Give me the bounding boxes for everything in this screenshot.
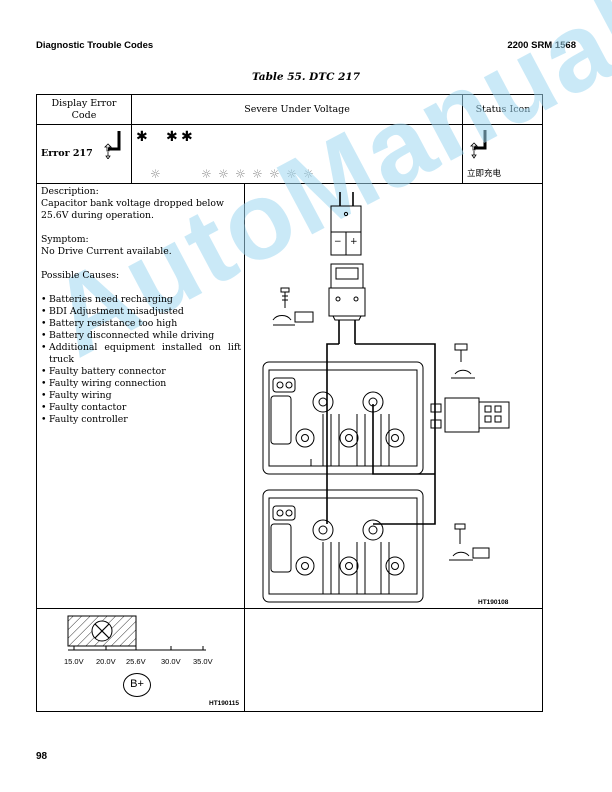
divider bbox=[244, 183, 245, 712]
gauge-tick-label: 35.0V bbox=[193, 657, 213, 666]
symptom-text: No Drive Current available. bbox=[41, 246, 172, 257]
wiring-diagram bbox=[262, 192, 510, 603]
svg-text:✱: ✱ bbox=[166, 129, 178, 145]
display-segments: ✱ ✱ ✱ ☼ ☼ ☼ ☼ ☼ ☼ ☼ ☼ bbox=[136, 129, 314, 181]
svg-text:☼: ☼ bbox=[235, 167, 246, 181]
voltage-gauge bbox=[67, 615, 206, 651]
description-block: Description: Capacitor bank voltage drop… bbox=[41, 186, 241, 426]
causes-heading: Possible Causes: bbox=[41, 270, 120, 281]
causes-list: Batteries need recharging BDI Adjustment… bbox=[41, 294, 241, 426]
battery-plus-label: B+ bbox=[130, 678, 144, 690]
svg-text:✱: ✱ bbox=[181, 129, 193, 145]
gauge-figure-code: HT190115 bbox=[209, 700, 239, 707]
connector-plus-label: + bbox=[350, 237, 358, 247]
svg-text:☼: ☼ bbox=[286, 167, 297, 181]
wiring-figure-code: HT190108 bbox=[478, 599, 509, 606]
list-item: Faulty battery connector bbox=[41, 366, 241, 378]
svg-text:☼: ☼ bbox=[201, 167, 212, 181]
description-heading: Description: bbox=[41, 186, 99, 197]
page-number: 98 bbox=[36, 751, 48, 762]
charge-arrow-icon bbox=[104, 131, 121, 159]
description-text: Capacitor bank voltage dropped below 25.… bbox=[41, 198, 224, 221]
list-item: Faulty wiring bbox=[41, 390, 241, 402]
list-item: Faulty wiring connection bbox=[41, 378, 241, 390]
gauge-tick-label: 25.6V bbox=[126, 657, 146, 666]
svg-text:✱: ✱ bbox=[136, 129, 148, 145]
col-header-error-code: Display Error Code bbox=[51, 98, 117, 121]
divider bbox=[462, 94, 463, 184]
dtc-table bbox=[36, 94, 543, 712]
gauge-tick-label: 30.0V bbox=[161, 657, 181, 666]
svg-text:☼: ☼ bbox=[303, 167, 314, 181]
list-item: Faulty controller bbox=[41, 414, 241, 426]
col-header-status-icon: Status Icon bbox=[475, 104, 531, 115]
list-item: Batteries need recharging bbox=[41, 294, 241, 306]
list-item: BDI Adjustment misadjusted bbox=[41, 306, 241, 318]
gauge-tick-label: 15.0V bbox=[64, 657, 84, 666]
status-charge-icon bbox=[470, 130, 487, 159]
svg-text:☼: ☼ bbox=[269, 167, 280, 181]
manual-reference: 2200 SRM 1568 bbox=[507, 40, 576, 51]
svg-text:☼: ☼ bbox=[150, 167, 161, 181]
list-item: Battery disconnected while driving bbox=[41, 330, 241, 342]
gauge-tick-label: 20.0V bbox=[96, 657, 116, 666]
connector-minus-label: − bbox=[334, 237, 342, 247]
divider bbox=[36, 608, 543, 609]
list-item: Faulty contactor bbox=[41, 402, 241, 414]
error-code-label: Error 217 bbox=[41, 148, 93, 159]
list-item: Additional equipment installed on lift t… bbox=[41, 342, 241, 366]
svg-text:☼: ☼ bbox=[218, 167, 229, 181]
table-title: Table 55. DTC 217 bbox=[251, 71, 361, 83]
col-header-fault-name: Severe Under Voltage bbox=[244, 104, 350, 115]
divider bbox=[36, 183, 543, 184]
symptom-heading: Symptom: bbox=[41, 234, 89, 245]
battery-plus-icon bbox=[123, 673, 151, 697]
section-title: Diagnostic Trouble Codes bbox=[36, 40, 154, 51]
divider bbox=[131, 94, 132, 184]
status-label: 立即充电 bbox=[467, 168, 502, 178]
list-item: Battery resistance too high bbox=[41, 318, 241, 330]
divider bbox=[36, 124, 543, 125]
svg-text:☼: ☼ bbox=[252, 167, 263, 181]
